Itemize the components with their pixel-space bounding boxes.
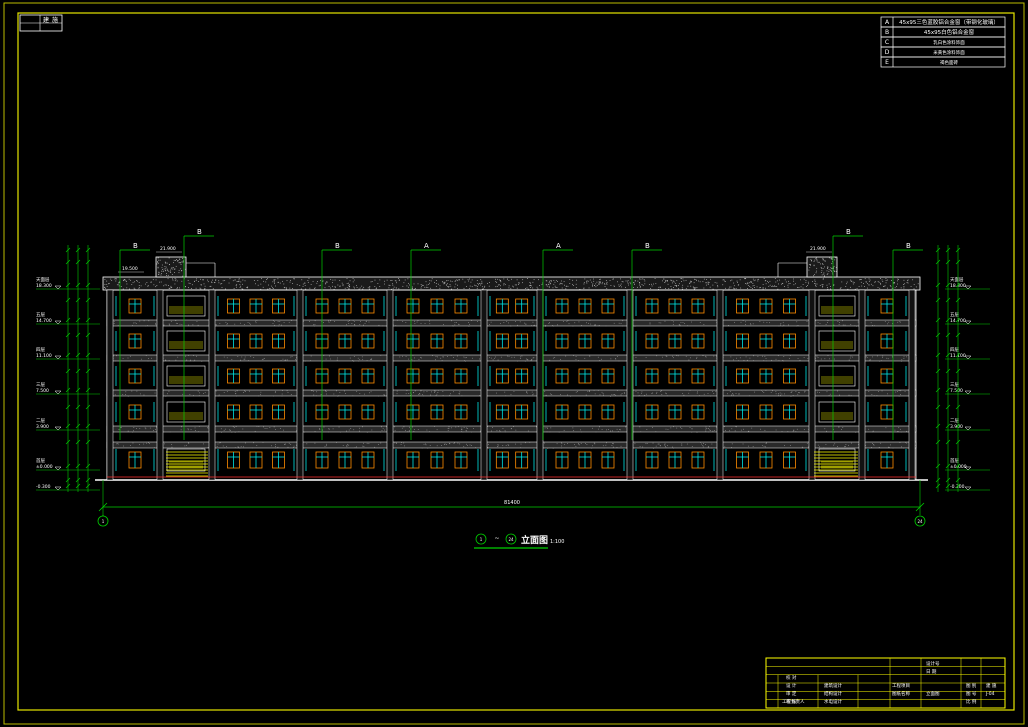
- level-value: 18.300: [36, 283, 52, 289]
- level-name: 四层: [36, 347, 45, 353]
- material-callout: B: [197, 228, 202, 236]
- material-callout: B: [133, 242, 138, 250]
- level-value: 3.900: [36, 424, 49, 430]
- legend-code: E: [885, 59, 889, 66]
- level-value: ±0.000: [950, 464, 967, 470]
- overall-width-label: 81400: [504, 500, 520, 506]
- level-name: 二层: [36, 418, 45, 424]
- material-legend: A 45x95三色蓝胶铝合金窗（带钢化玻璃） B 45x95白色铝合金窗 C 乳白色涂料饰…: [881, 17, 1005, 67]
- level-value: 7.500: [950, 388, 963, 394]
- axis-label-right: 24: [917, 519, 923, 524]
- drawing-title-text: 立面图: [521, 534, 548, 546]
- level-value: 3.900: [950, 424, 963, 430]
- level-value: 11.100: [36, 353, 52, 359]
- title-block-c9: 工程项目: [892, 682, 910, 689]
- title-block-c1: 校 对: [786, 674, 797, 681]
- corner-tag: 建 施: [20, 15, 62, 31]
- title-block-c5: 图 别: [966, 682, 977, 689]
- level-name: 首层: [36, 457, 45, 464]
- level-name: 天面层: [36, 277, 50, 283]
- title-axis-left: 1: [480, 537, 483, 542]
- level-name: 五层: [36, 312, 45, 318]
- level-name: 天面层: [950, 277, 964, 283]
- title-block-c14: 结构设计: [824, 690, 842, 697]
- roof-elevation-mark: 21.900: [160, 246, 176, 252]
- title-block-c12: 工程负责人: [782, 698, 805, 705]
- legend-description: 45x95白色铝合金窗: [924, 28, 975, 36]
- title-block-c18: 立面图: [926, 690, 940, 697]
- material-callout: A: [424, 242, 429, 250]
- overall-dimension: 81400 1 24: [98, 480, 925, 526]
- material-callout: B: [645, 242, 650, 250]
- title-tilde: ~: [494, 535, 499, 542]
- title-block-c2: 设 计: [786, 682, 797, 689]
- level-value: 7.500: [36, 388, 49, 394]
- legend-description: 米黄色涂料饰面: [933, 49, 965, 56]
- title-block-c17: 比 例: [966, 698, 977, 705]
- title-block-c4: 日 期: [926, 669, 937, 675]
- level-value: 14.700: [36, 318, 52, 324]
- level-value: ±0.000: [36, 464, 53, 470]
- level-name: 三层: [36, 382, 45, 388]
- legend-code: A: [885, 19, 890, 26]
- legend-code: B: [885, 29, 889, 36]
- corner-tag-text-2: 施: [52, 16, 58, 24]
- title-block-c6: 建 施: [986, 682, 997, 689]
- legend-code: C: [885, 39, 889, 46]
- axis-label-left: 1: [102, 519, 105, 524]
- title-block: 校 对设 计设计号日 期图 别建 施图 号J-04工程项目审 定审 核工程负责人…: [766, 658, 1005, 708]
- right-level-markers: 天面层18.300五层14.700四层11.100三层7.500二层3.900首…: [936, 245, 990, 492]
- material-callout: B: [335, 242, 340, 250]
- drawing-title: 1 ~ 24 立面图 1:100: [474, 534, 564, 548]
- roof-elevation-mark: 21.900: [810, 246, 826, 252]
- title-block-c3: 设计号: [926, 660, 940, 667]
- building-elevation: [95, 257, 928, 480]
- level-value: -0.300: [36, 484, 51, 490]
- title-axis-right: 24: [508, 537, 514, 542]
- roof-elevation-mark: 19.500: [122, 266, 138, 272]
- legend-description: 45x95三色蓝胶铝合金窗（带钢化玻璃）: [899, 18, 999, 26]
- material-callout: B: [906, 242, 911, 250]
- title-block-c15: 水电设计: [824, 698, 842, 705]
- drawing-scale: 1:100: [550, 539, 564, 545]
- title-block-c16: 图纸名称: [892, 690, 910, 697]
- title-block-c13: 建筑设计: [824, 682, 842, 689]
- title-block-c7: 图 号: [966, 691, 977, 697]
- corner-tag-text-1: 建: [43, 16, 49, 24]
- material-callout: B: [846, 228, 851, 236]
- legend-description: 乳白色涂料饰面: [933, 39, 965, 46]
- title-block-c8: J-04: [985, 691, 995, 697]
- left-level-markers: 天面层18.300 五层14.700 四层11.100 三层7.500 二层3.900 首…: [36, 245, 100, 492]
- material-callout: A: [556, 242, 561, 250]
- title-block-c10: 审 定: [786, 690, 797, 697]
- legend-code: D: [885, 49, 890, 56]
- legend-description: 褐色面砖: [940, 59, 958, 66]
